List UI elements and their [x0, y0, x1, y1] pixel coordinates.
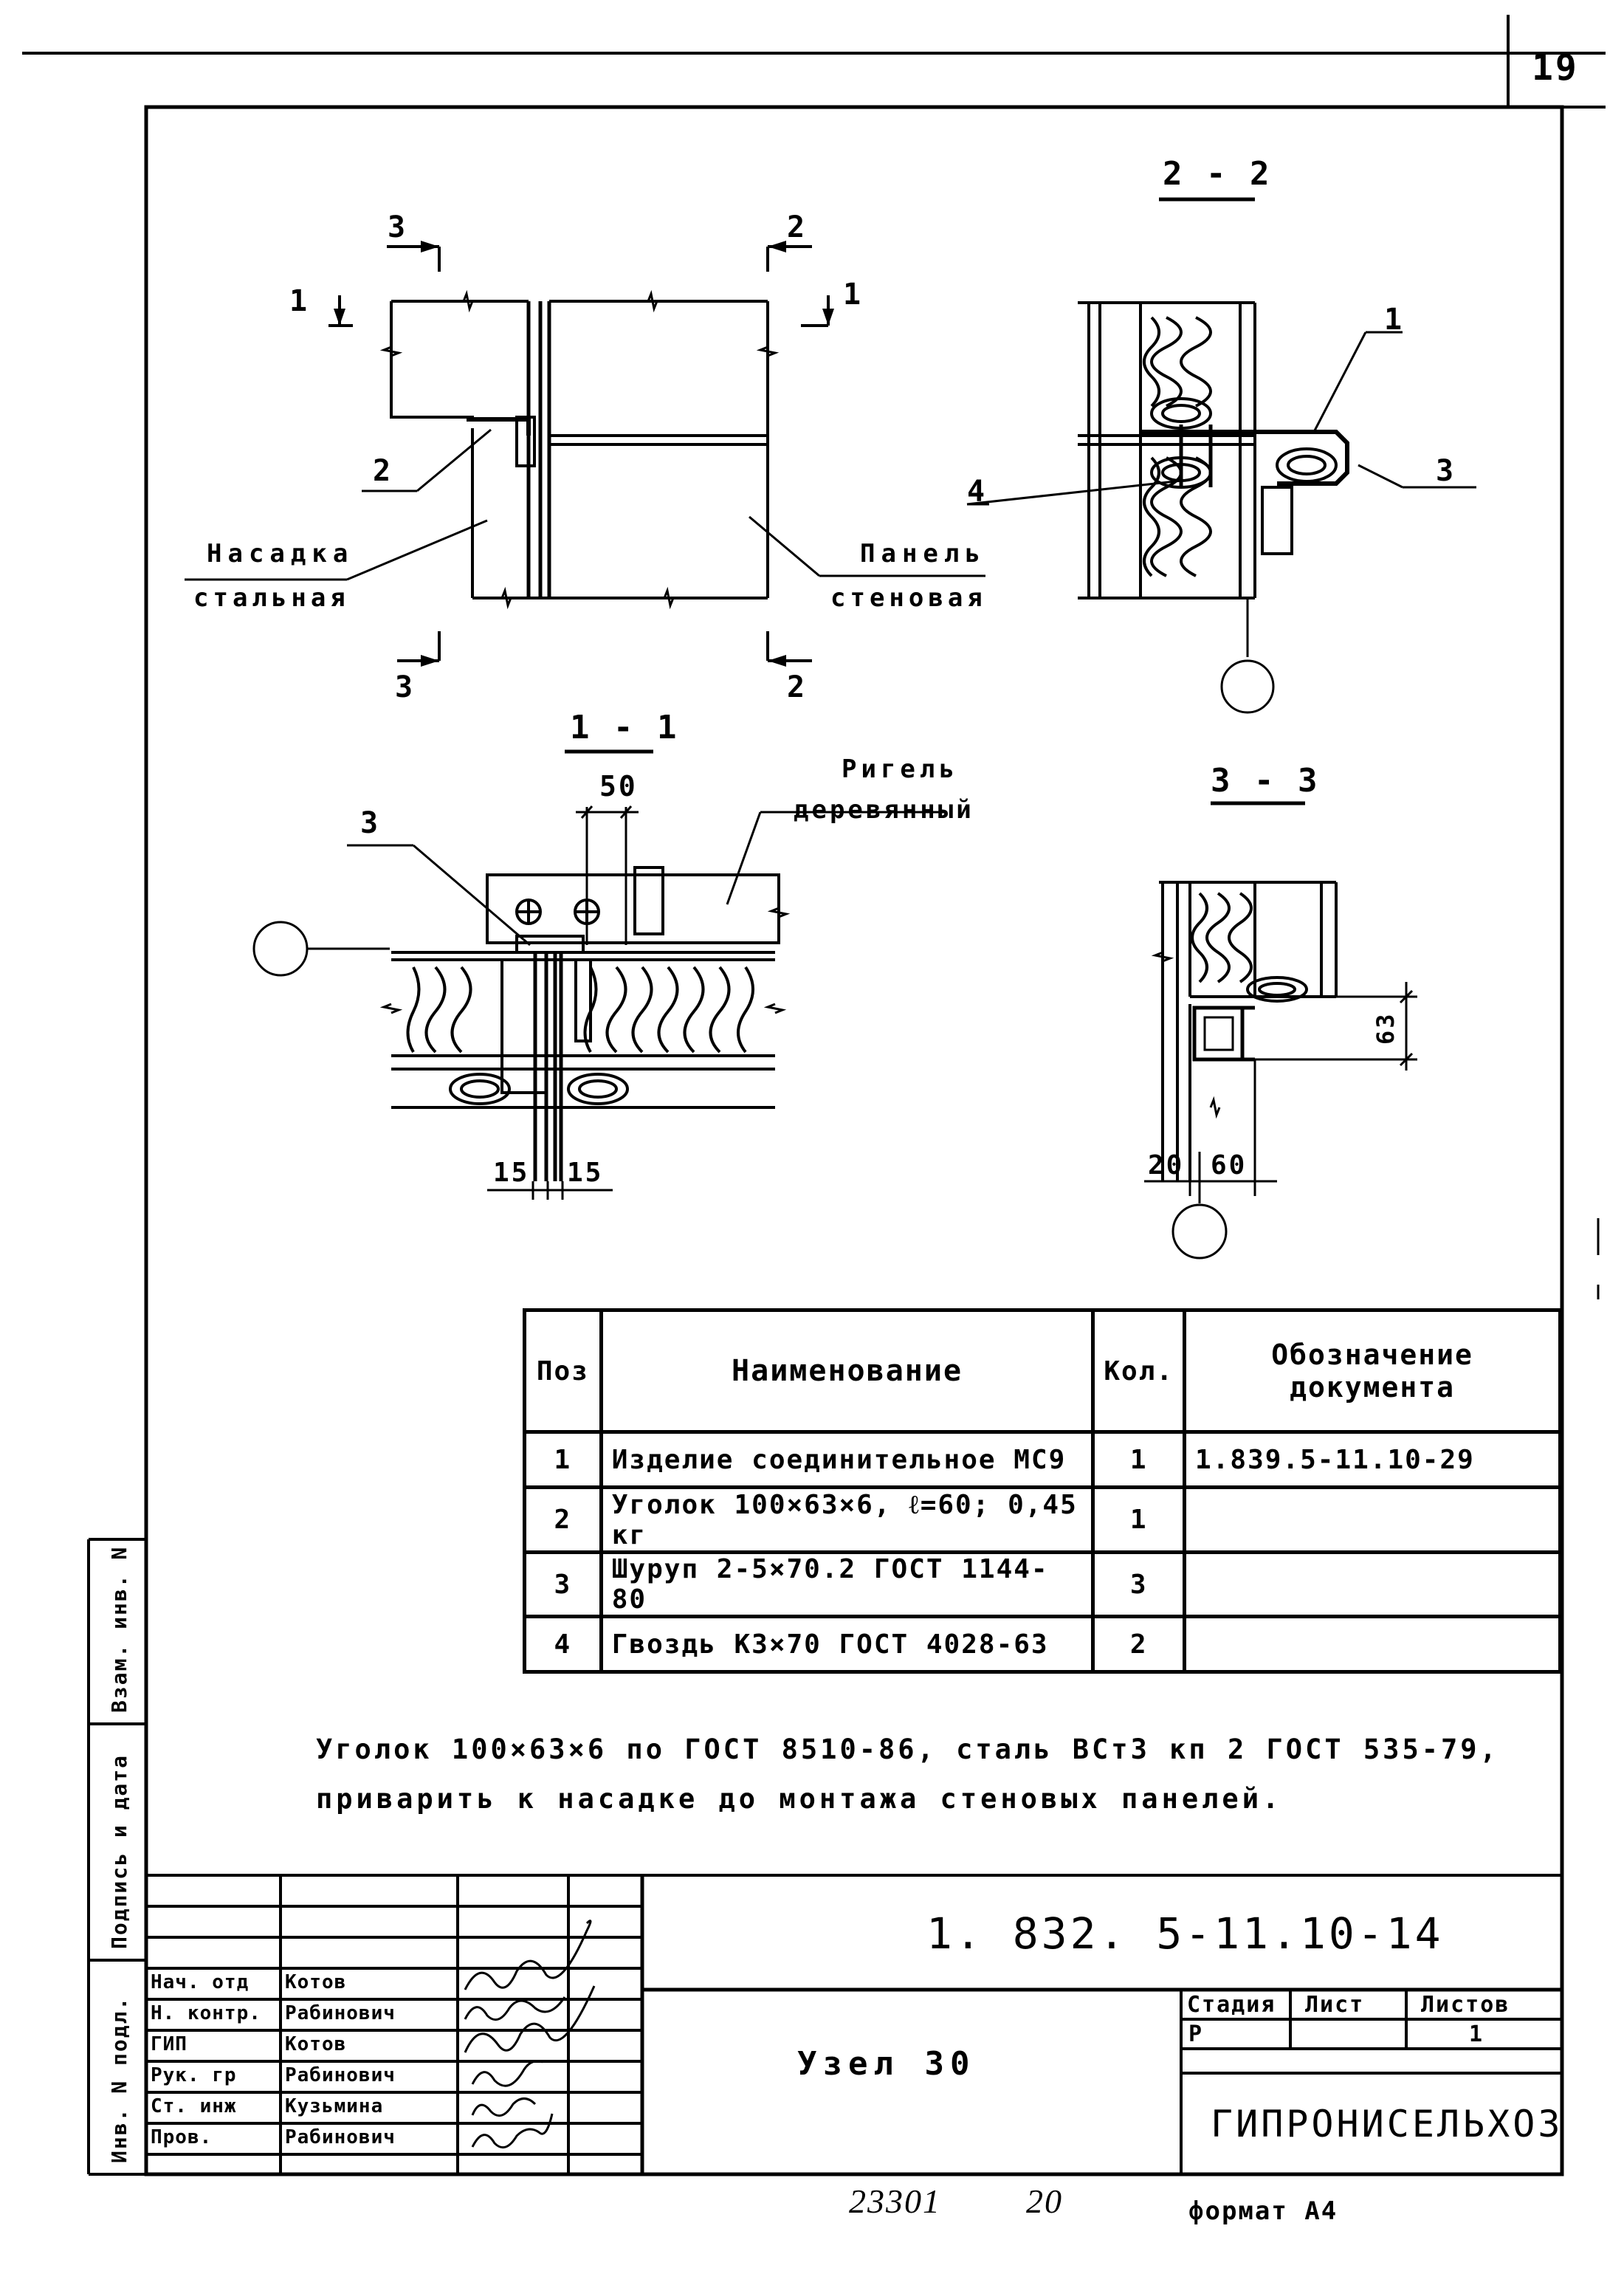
person-name: Рабинович — [285, 2064, 396, 2086]
footer-number-2: 20 — [1026, 2182, 1063, 2220]
specification-table: Поз Наименование Кол. Обозначение докуме… — [523, 1308, 1562, 1674]
spec-row-pos: 2 — [523, 1485, 603, 1554]
spec-row-pos: 3 — [523, 1550, 603, 1618]
label-rigel-2: деревянный — [794, 795, 974, 825]
section-2-2-title: 2 - 2 — [1163, 155, 1272, 193]
person-role: Ст. инж — [151, 2095, 237, 2117]
person-role: ГИП — [151, 2033, 187, 2055]
person-role: Рук. гр — [151, 2064, 237, 2086]
spec-row-doc — [1183, 1485, 1562, 1554]
spec-row: 1 Изделие соединительное МС9 1 1.839.5-1… — [523, 1430, 1562, 1489]
person-role: Пров. — [151, 2126, 213, 2148]
section-2-2-callout-4: 4 — [967, 475, 988, 509]
spec-header-doc-1: Обозначение — [1271, 1339, 1473, 1371]
spec-row-name: Гвоздь К3×70 ГОСТ 4028-63 — [599, 1615, 1095, 1674]
person-name: Котов — [285, 2033, 347, 2055]
person-name: Кузьмина — [285, 2095, 384, 2117]
section-3-3-title: 3 - 3 — [1211, 762, 1320, 800]
callout-2: 2 — [373, 454, 393, 488]
cut-mark-1-left: 1 — [289, 284, 310, 318]
spec-header-name: Наименование — [599, 1308, 1095, 1434]
spec-header-pos: Поз — [523, 1308, 603, 1434]
page-number: 19 — [1532, 47, 1579, 89]
footer-number: 23301 — [849, 2182, 941, 2220]
cut-mark-2-bottom: 2 — [787, 670, 808, 704]
drawing-title: Узел 30 — [797, 2045, 976, 2083]
label-rigel-1: Ригель — [842, 755, 959, 784]
stage-value: Р — [1188, 2021, 1205, 2047]
note-line-2: приварить к насадке до монтажа стеновых … — [316, 1783, 1283, 1815]
cut-mark-2-top: 2 — [787, 210, 808, 244]
spec-row: 4 Гвоздь К3×70 ГОСТ 4028-63 2 — [523, 1615, 1562, 1674]
section-3-3-dim-60: 60 — [1211, 1150, 1248, 1181]
signature-6 — [471, 2113, 554, 2149]
sheet-header: Лист — [1305, 1992, 1365, 2018]
spec-row: 2 Уголок 100×63×6, ℓ=60; 0,45 кг 1 — [523, 1485, 1562, 1554]
cut-mark-1-right: 1 — [843, 278, 864, 312]
section-3-3-dim-20: 20 — [1148, 1150, 1185, 1181]
spec-row-pos: 4 — [523, 1615, 603, 1674]
spec-header-doc-2: документа — [1290, 1371, 1455, 1403]
spec-header-row: Поз Наименование Кол. Обозначение докуме… — [523, 1308, 1562, 1434]
sheets-header: Листов — [1421, 1992, 1510, 2018]
person-name: Рабинович — [285, 2002, 396, 2024]
label-nasadka-1: Насадка — [207, 539, 354, 568]
section-2-2-callout-1: 1 — [1384, 303, 1405, 337]
person-role: Н. контр. — [151, 2002, 261, 2024]
spec-row-qty: 1 — [1091, 1485, 1187, 1554]
signature-4 — [471, 2060, 543, 2087]
section-1-1-dim-15-right: 15 — [567, 1158, 604, 1188]
section-2-2-callout-3: 3 — [1436, 454, 1456, 488]
person-name: Котов — [285, 1971, 347, 1993]
label-nasadka-2: стальная — [193, 583, 350, 613]
stage-header: Стадия — [1187, 1992, 1276, 2018]
section-1-1-dim-50: 50 — [599, 770, 638, 803]
spec-row-doc — [1183, 1615, 1562, 1674]
spec-row-qty: 1 — [1091, 1430, 1187, 1489]
cut-mark-3-bottom: 3 — [395, 670, 416, 704]
spec-header-qty: Кол. — [1091, 1308, 1187, 1434]
signature-3 — [464, 1985, 596, 2053]
spec-row: 3 Шуруп 2-5×70.2 ГОСТ 1144-80 3 — [523, 1550, 1562, 1618]
person-role: Нач. отд — [151, 1971, 250, 1993]
sheets-value: 1 — [1469, 2021, 1485, 2047]
spec-row-pos: 1 — [523, 1430, 603, 1489]
spec-row-qty: 3 — [1091, 1550, 1187, 1618]
spec-row-name: Изделие соединительное МС9 — [599, 1430, 1095, 1489]
organization-name: ГИПРОНИСЕЛЬХОЗ — [1211, 2103, 1563, 2145]
spec-row-doc: 1.839.5-11.10-29 — [1183, 1430, 1562, 1489]
signature-1 — [464, 1920, 592, 1990]
person-name: Рабинович — [285, 2126, 396, 2148]
cut-mark-3-top: 3 — [388, 210, 408, 244]
spec-row-qty: 2 — [1091, 1615, 1187, 1674]
label-panel-1: Панель — [860, 539, 986, 568]
section-1-1-callout-3: 3 — [360, 806, 381, 840]
section-1-1-title: 1 - 1 — [570, 709, 679, 746]
note-line-1: Уголок 100×63×6 по ГОСТ 8510-86, сталь В… — [316, 1733, 1499, 1765]
label-panel-2: стеновая — [830, 583, 987, 613]
section-1-1-dim-15-left: 15 — [493, 1158, 530, 1188]
footer-format: формат А4 — [1188, 2196, 1338, 2226]
doc-code: 1. 832. 5-11.10-14 — [926, 1908, 1444, 1959]
signature-2 — [464, 1996, 566, 2021]
spec-header-doc: Обозначение документа — [1183, 1308, 1562, 1434]
spec-row-name: Уголок 100×63×6, ℓ=60; 0,45 кг — [599, 1485, 1095, 1554]
spec-row-doc — [1183, 1550, 1562, 1618]
spec-row-name: Шуруп 2-5×70.2 ГОСТ 1144-80 — [599, 1550, 1095, 1618]
signature-5 — [471, 2097, 537, 2117]
